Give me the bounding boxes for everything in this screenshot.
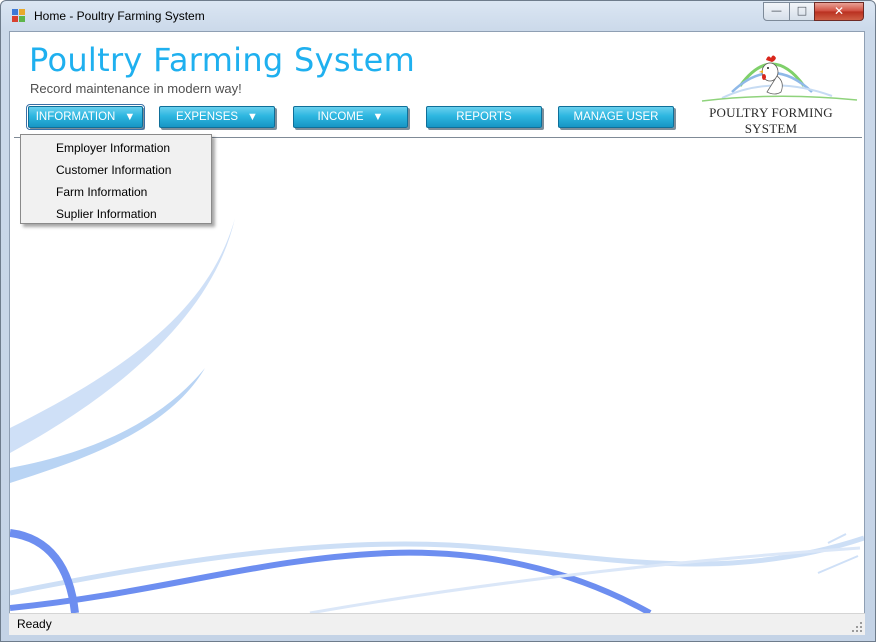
window-title: Home - Poultry Farming System: [34, 9, 205, 23]
menu-income-label: INCOME: [317, 111, 364, 123]
title-bar[interactable]: Home - Poultry Farming System — □ ✕: [1, 1, 875, 31]
information-dropdown-menu: Employer Information Customer Informatio…: [20, 134, 212, 224]
menu-item-farm-information[interactable]: Farm Information: [56, 185, 148, 199]
menu-reports-button[interactable]: REPORTS: [426, 106, 542, 128]
status-bar: Ready: [9, 613, 865, 635]
page-title: Poultry Farming System: [29, 41, 416, 79]
menu-manage-user-label: MANAGE USER: [573, 111, 659, 123]
menu-item-employer-information[interactable]: Employer Information: [56, 141, 171, 155]
menu-item-supplier-information[interactable]: Suplier Information: [56, 207, 157, 221]
menu-information-button[interactable]: INFORMATION ▼: [26, 104, 145, 130]
menu-manage-user-button[interactable]: MANAGE USER: [558, 106, 674, 128]
triangle-down-icon: ▼: [372, 111, 384, 123]
triangle-down-icon: ▼: [247, 111, 258, 123]
header-separator: [14, 137, 862, 138]
minimize-button[interactable]: —: [763, 2, 790, 21]
menu-reports-label: REPORTS: [456, 111, 512, 123]
maximize-button[interactable]: □: [789, 2, 815, 21]
triangle-down-icon: ▼: [124, 111, 136, 123]
resize-grip-icon[interactable]: [851, 621, 863, 633]
page-subtitle: Record maintenance in modern way!: [30, 81, 242, 96]
app-window-icon: [12, 9, 25, 22]
logo-text: POULTRY FORMING SYSTEM: [709, 105, 833, 136]
menu-item-customer-information[interactable]: Customer Information: [56, 163, 172, 177]
logo: POULTRY FORMING SYSTEM: [682, 46, 860, 136]
menu-expenses-label: EXPENSES: [176, 111, 239, 123]
maximize-icon: □: [796, 4, 808, 17]
menu-expenses-button[interactable]: EXPENSES ▼: [159, 106, 275, 128]
background-swoosh-graphic: [10, 218, 864, 613]
main-form: Poultry Farming System Record maintenanc…: [9, 31, 865, 635]
minimize-icon: —: [771, 4, 782, 17]
menu-information-label: INFORMATION: [35, 111, 116, 123]
close-icon: ✕: [833, 4, 845, 18]
status-text: Ready: [17, 617, 52, 631]
menu-income-button[interactable]: INCOME ▼: [293, 106, 408, 128]
rooster-logo-icon: [701, 55, 858, 102]
close-button[interactable]: ✕: [814, 2, 864, 21]
